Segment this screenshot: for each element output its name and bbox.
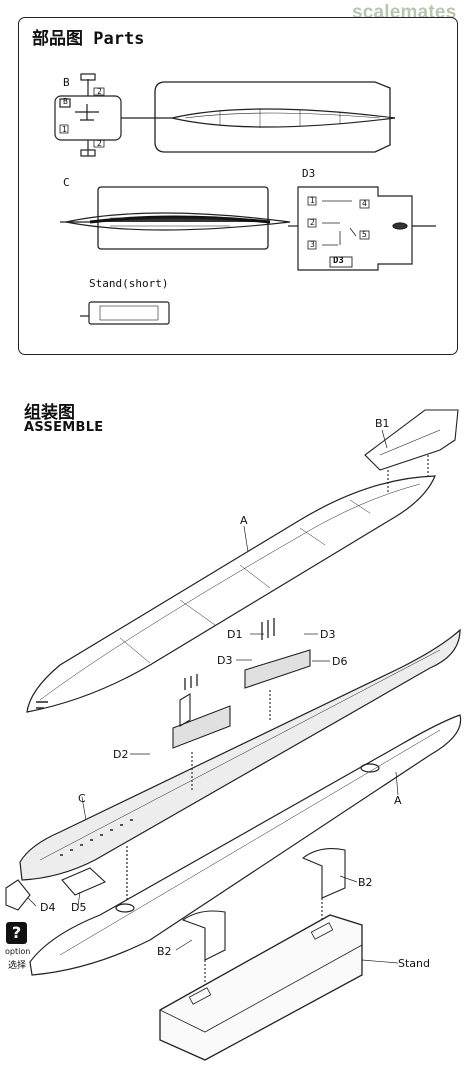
callout-b1: B1 bbox=[375, 417, 390, 430]
callout-a-upper: A bbox=[240, 514, 248, 527]
callout-b2-right: B2 bbox=[358, 876, 373, 889]
parts-panel bbox=[18, 17, 458, 355]
option-label-cn: 选择 bbox=[8, 961, 27, 971]
sprue-d3-label: D3 bbox=[302, 167, 316, 180]
sprue-b-sub-label: B bbox=[63, 97, 68, 106]
hull-upper-a bbox=[26, 475, 436, 713]
sprue-d3-num-5: 5 bbox=[362, 230, 367, 239]
callout-d2: D2 bbox=[113, 748, 129, 761]
sprue-b-num-2b: 2 bbox=[97, 139, 102, 148]
sprue-d3-tag: D3 bbox=[333, 256, 344, 266]
parts-d4-d5 bbox=[5, 867, 106, 911]
callout-b2-left: B2 bbox=[157, 945, 172, 958]
sprue-d3 bbox=[288, 186, 436, 271]
assemble-title-cn: 组装图 bbox=[24, 403, 75, 423]
stand bbox=[159, 914, 363, 1061]
part-b1 bbox=[364, 409, 459, 493]
callout-d4: D4 bbox=[40, 901, 56, 914]
option-label-en: option bbox=[5, 947, 31, 956]
callout-c: C bbox=[78, 792, 86, 805]
sprue-c-label: C bbox=[63, 176, 70, 189]
conning-tower bbox=[172, 618, 311, 790]
sprue-b-frame bbox=[154, 81, 396, 153]
sprue-d3-num-2: 2 bbox=[310, 218, 315, 227]
sprue-b-num-2a: 2 bbox=[97, 87, 102, 96]
sprue-d3-num-1: 1 bbox=[310, 196, 315, 205]
callout-d1: D1 bbox=[227, 628, 243, 641]
sprue-b-label: B bbox=[63, 76, 70, 89]
sprue-d3-num-4: 4 bbox=[362, 199, 367, 208]
sprue-c bbox=[60, 186, 291, 250]
stand-short-part bbox=[80, 301, 170, 325]
sprue-b-num-1: 1 bbox=[62, 125, 67, 134]
parts-title: 部品图 Parts bbox=[32, 29, 145, 49]
callout-d6: D6 bbox=[332, 655, 348, 668]
callout-d5: D5 bbox=[71, 901, 87, 914]
hull-lower-a bbox=[29, 714, 462, 976]
leader-lines bbox=[27, 429, 399, 964]
callout-a-lower: A bbox=[394, 794, 402, 807]
stand-short-label: Stand(short) bbox=[89, 277, 169, 290]
callout-d3-left: D3 bbox=[217, 654, 233, 667]
callout-stand: Stand bbox=[398, 957, 430, 970]
assemble-title-en: ASSEMBLE bbox=[24, 420, 104, 435]
option-question-icon: ? bbox=[6, 922, 27, 944]
callout-d3-right: D3 bbox=[320, 628, 336, 641]
sprue-d3-num-3: 3 bbox=[310, 240, 315, 249]
sprue-b bbox=[54, 73, 155, 157]
deck-c bbox=[19, 628, 461, 900]
